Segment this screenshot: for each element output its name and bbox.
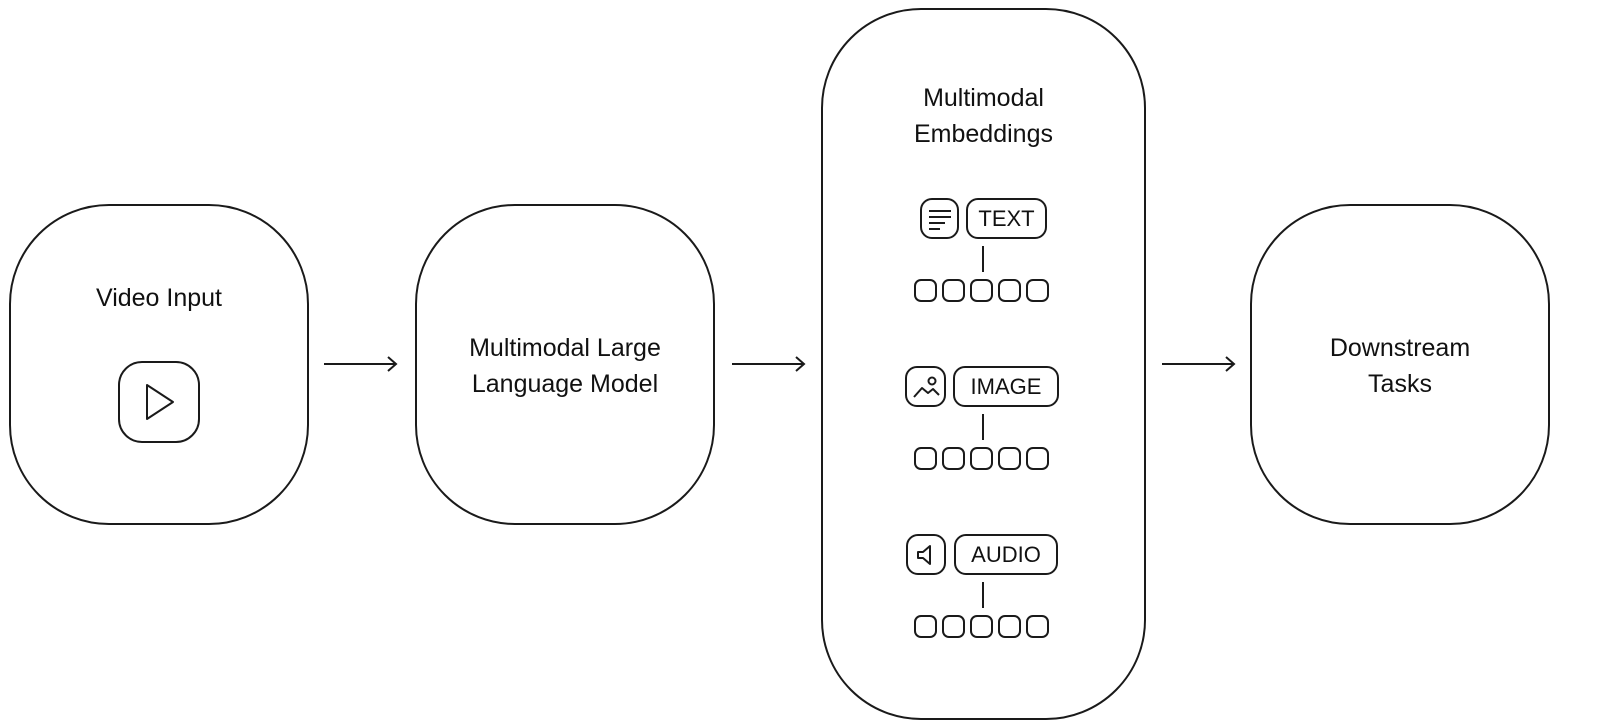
- audio-token-4: [998, 615, 1021, 638]
- text-token-3: [970, 279, 993, 302]
- text-connector-line: [982, 246, 984, 272]
- image-modality-pill: IMAGE: [953, 366, 1059, 407]
- image-token-4: [998, 447, 1021, 470]
- image-token-1: [914, 447, 937, 470]
- audio-modality-pill: AUDIO: [954, 534, 1058, 575]
- image-token-3: [970, 447, 993, 470]
- embeddings-label-line2: Embeddings: [914, 120, 1053, 148]
- speaker-icon: [906, 534, 946, 575]
- text-token-4: [998, 279, 1021, 302]
- image-token-2: [942, 447, 965, 470]
- image-icon: [905, 366, 946, 407]
- arrow-mllm-to-embeddings: [732, 356, 806, 372]
- video-input-label: Video Input: [95, 284, 223, 312]
- audio-token-5: [1026, 615, 1049, 638]
- text-lines-icon: [920, 198, 959, 239]
- text-token-1: [914, 279, 937, 302]
- mllm-label-line2: Language Model: [471, 370, 659, 398]
- downstream-node: [1250, 204, 1550, 525]
- mllm-label-line1: Multimodal Large: [469, 334, 661, 362]
- downstream-label-line1: Downstream: [1329, 334, 1471, 362]
- embeddings-label-line1: Multimodal: [923, 84, 1044, 112]
- audio-token-3: [970, 615, 993, 638]
- arrow-embeddings-to-downstream: [1162, 356, 1236, 372]
- audio-token-1: [914, 615, 937, 638]
- downstream-label-line2: Tasks: [1368, 370, 1432, 398]
- play-icon: [118, 361, 200, 443]
- image-connector-line: [982, 414, 984, 440]
- audio-connector-line: [982, 582, 984, 608]
- text-modality-pill: TEXT: [966, 198, 1047, 239]
- text-token-2: [942, 279, 965, 302]
- image-token-5: [1026, 447, 1049, 470]
- arrow-video-to-mllm: [324, 356, 398, 372]
- text-token-5: [1026, 279, 1049, 302]
- audio-token-2: [942, 615, 965, 638]
- mllm-node: [415, 204, 715, 525]
